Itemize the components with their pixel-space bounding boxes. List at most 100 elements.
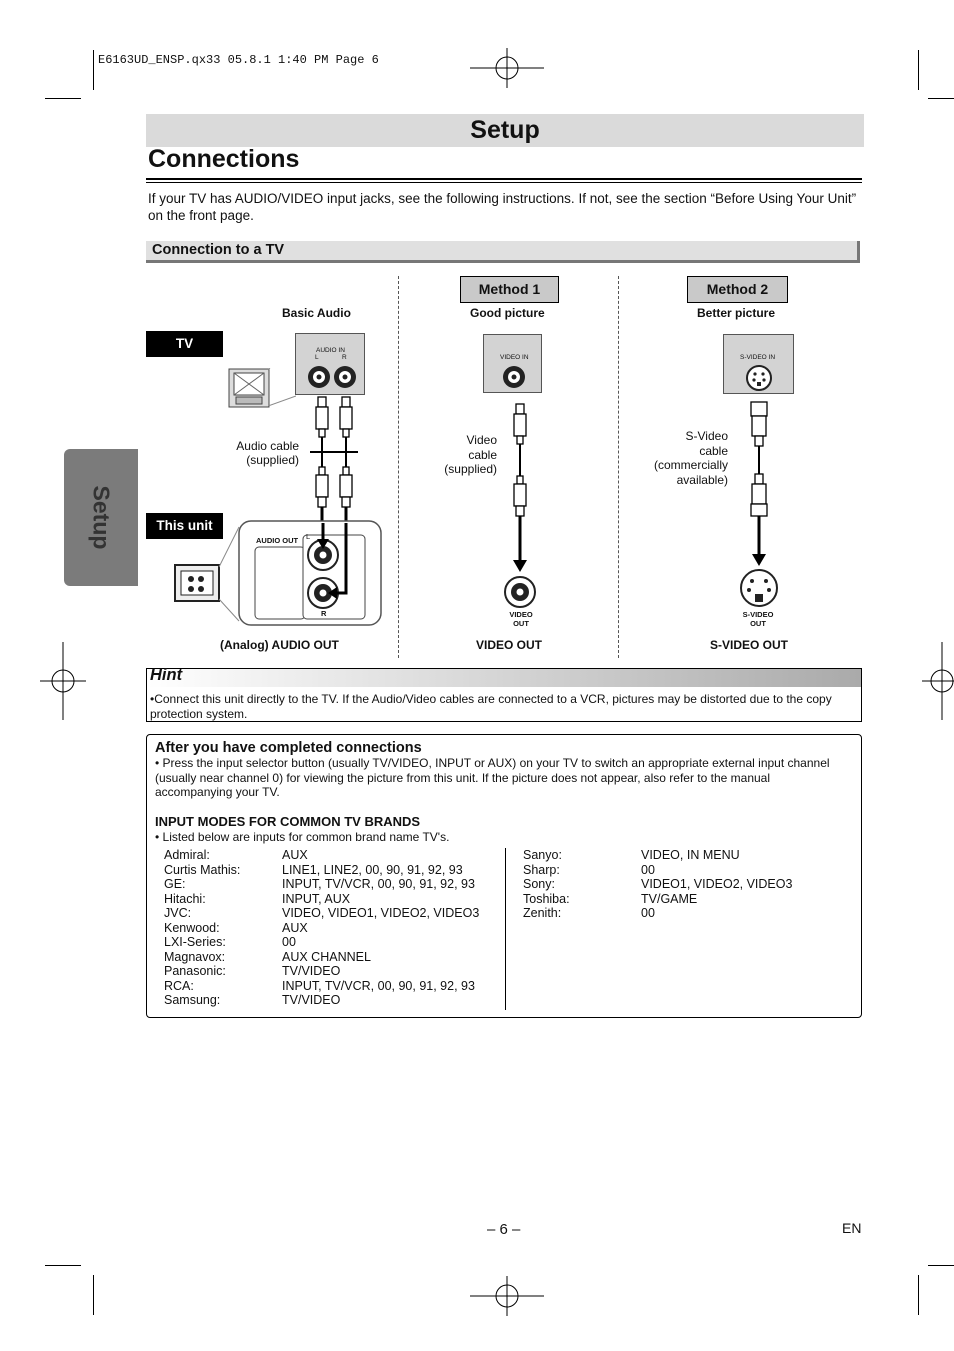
side-tab [64, 449, 138, 586]
brand-row: RCA: INPUT, TV/VCR, 00, 90, 91, 92, 93 [164, 979, 479, 994]
brand-row: Zenith: 00 [523, 906, 792, 921]
brand-name: GE: [164, 877, 186, 891]
tv-label: TV [146, 331, 223, 357]
audio-in-r: R [342, 354, 347, 361]
brand-row: Sharp:00 [523, 863, 792, 878]
svideo-cable-label: S-Video cable (commercially available) [653, 429, 728, 487]
brand-input: TV/GAME [641, 891, 698, 906]
svideo-out-label: S-VIDEO OUT [710, 638, 789, 652]
crop-mark [928, 98, 954, 99]
crop-mark [918, 1275, 919, 1315]
brand-name: RCA: [164, 978, 194, 993]
page-title: Setup [470, 116, 540, 144]
brand-list-left: Admiral: AUX Curtis Mathis: LINE1, LINE2, … [164, 848, 479, 1008]
brand-name: JVC: [164, 906, 192, 920]
section-title: Connections [148, 145, 300, 173]
crop-mark [45, 98, 81, 99]
method2-box: Method 2 [687, 276, 788, 303]
tv-icon [228, 368, 270, 408]
brand-row: Sanyo: VIDEO, IN MENU [523, 848, 792, 863]
brand-input: TV/VIDEO [282, 993, 341, 1007]
brand-name: Admiral: [164, 848, 210, 862]
better-picture-label: Better picture [697, 306, 776, 320]
unit-audio-out-illustration [174, 520, 382, 626]
audio-out-l: L [306, 532, 311, 541]
after-connections-title: After you have completed connections [155, 740, 422, 756]
column-separator [398, 276, 399, 658]
brand-row: Kenwood:AUX [164, 921, 479, 936]
brand-input: AUX CHANNEL [282, 949, 371, 964]
brand-row: Admiral: AUX [164, 848, 479, 863]
audio-out-r: R [321, 609, 327, 618]
brand-name: Samsung: [164, 993, 221, 1007]
analog-audio-out-label: (Analog) AUDIO OUT [220, 638, 339, 652]
video-cable-icon [504, 403, 536, 608]
registration-mark-top [470, 48, 544, 88]
crop-mark [928, 1265, 954, 1266]
brand-input: VIDEO1, VIDEO2, VIDEO3 [641, 877, 793, 891]
svideo-out-jack-label: S-VIDEO OUT [742, 610, 774, 628]
audio-in-label: AUDIO IN [316, 347, 345, 354]
brand-name: Zenith: [523, 906, 562, 920]
brand-name: Sanyo: [523, 848, 562, 862]
video-out-label: VIDEO OUT [476, 638, 543, 652]
audio-in-l: L [315, 354, 319, 361]
crop-mark [93, 50, 94, 90]
brand-row: Samsung: TV/VIDEO [164, 993, 479, 1008]
method1-box: Method 1 [460, 276, 559, 303]
svideo-in-label: S-VIDEO IN [740, 354, 776, 361]
brand-input: TV/VIDEO [282, 964, 341, 978]
registration-mark-right [922, 642, 954, 720]
brand-input: AUX [282, 920, 308, 935]
registration-mark-bottom [470, 1276, 544, 1316]
brand-input: 00 [641, 862, 655, 877]
registration-mark-left [40, 642, 86, 720]
language-code: EN [842, 1220, 862, 1236]
input-modes-note: • Listed below are inputs for common bra… [155, 830, 450, 844]
print-slug: E6163UD_ENSP.qx33 05.8.1 1:40 PM Page 6 [98, 53, 379, 67]
good-picture-label: Good picture [470, 306, 545, 320]
video-out-jack-label: VIDEO OUT [509, 610, 533, 628]
brand-input: LINE1, LINE2, 00, 90, 91, 92, 93 [282, 862, 463, 877]
crop-mark [918, 50, 919, 90]
brand-row: Panasonic: TV/VIDEO [164, 964, 479, 979]
hint-text: •Connect this unit directly to the TV. I… [150, 692, 832, 721]
column-separator [618, 276, 619, 658]
brand-row: Hitachi:INPUT, AUX [164, 892, 479, 907]
callout-lines [268, 368, 296, 407]
brand-name: Panasonic: [164, 964, 226, 978]
input-modes-title: INPUT MODES FOR COMMON TV BRANDS [155, 814, 421, 829]
brand-name: Toshiba: [523, 891, 570, 906]
video-in-jack [503, 366, 525, 388]
brand-list-right: Sanyo: VIDEO, IN MENU Sharp:00 Sony: VIDEO… [523, 848, 792, 921]
brand-input: INPUT, TV/VCR, 00, 90, 91, 92, 93 [282, 877, 475, 891]
brand-name: LXI-Series: [164, 935, 226, 949]
brand-input: INPUT, AUX [282, 891, 351, 906]
side-tab-label: Setup [88, 485, 115, 550]
audio-cable-icon [310, 396, 358, 521]
svideo-in-jack [746, 365, 772, 391]
brand-input: 00 [282, 935, 296, 949]
after-connections-text: • Press the input selector button (usual… [155, 756, 830, 799]
audio-cable-label: Audio cable (supplied) [236, 439, 299, 467]
brand-input: VIDEO, IN MENU [641, 848, 740, 862]
audio-in-jacks [308, 366, 356, 388]
subsection-header: Connection to a TV [146, 241, 860, 263]
side-tab-label-wrap: Setup [64, 449, 138, 586]
brand-name: Curtis Mathis: [164, 862, 241, 877]
brand-input: INPUT, TV/VCR, 00, 90, 91, 92, 93 [282, 978, 475, 993]
page-number: – 6 – [487, 1221, 521, 1238]
video-cable-label: Video cable (supplied) [444, 433, 497, 476]
brand-list-separator [505, 848, 506, 1010]
header-bar [146, 114, 864, 147]
crop-mark [45, 1265, 81, 1266]
after-connections-box [146, 734, 862, 1018]
brand-name: Magnavox: [164, 949, 226, 964]
brand-row: Sony: VIDEO1, VIDEO2, VIDEO3 [523, 877, 792, 892]
hint-box [146, 668, 862, 722]
brand-row: LXI-Series: 00 [164, 935, 479, 950]
brand-row: GE: INPUT, TV/VCR, 00, 90, 91, 92, 93 [164, 877, 479, 892]
brand-input: 00 [641, 906, 655, 920]
brand-input: AUX [282, 848, 308, 862]
brand-name: Sony: [523, 877, 555, 891]
